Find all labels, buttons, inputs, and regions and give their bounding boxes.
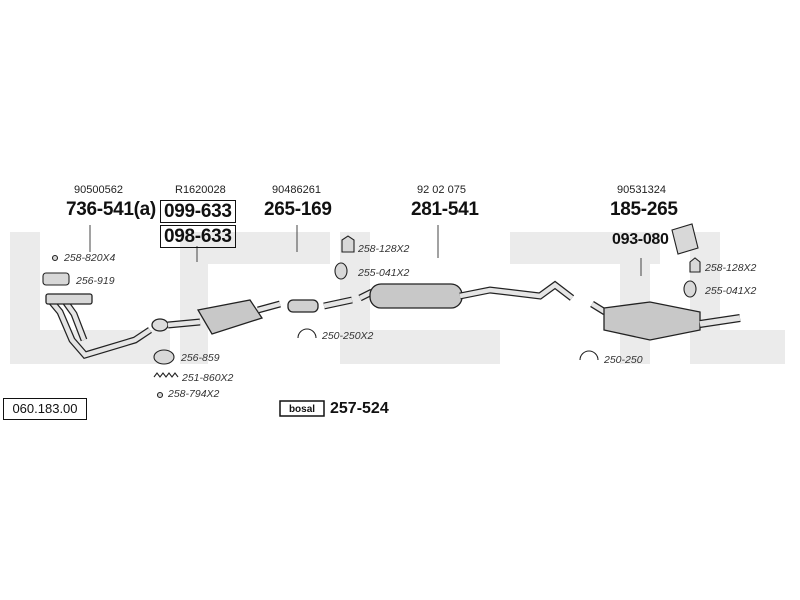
front-pipe: [45, 293, 152, 360]
accessory-label: 250-250: [604, 354, 643, 366]
kit-box: bosal: [279, 400, 325, 417]
bracket-icon: [341, 235, 355, 253]
intermediate-pipe: [287, 296, 353, 313]
ref-number: 90500562: [74, 184, 123, 196]
clamp-icon: [297, 328, 317, 339]
accessory-label: 250-250X2: [322, 330, 374, 342]
accessory-label: 258-794X2: [168, 388, 220, 400]
accessory-label: 256-919: [76, 275, 115, 287]
bracket-icon-2: [689, 257, 701, 273]
accessory-label: 255-041X2: [705, 285, 757, 297]
part-number-boxed: 098-633: [160, 225, 236, 248]
part-number: 736-541(a): [66, 199, 156, 220]
part-number-boxed: 099-633: [160, 200, 236, 223]
rear-silencer: [590, 301, 741, 341]
accessory-icons: [42, 223, 701, 399]
ring-icon: [153, 349, 175, 365]
accessory-label: 258-820X4: [64, 252, 116, 264]
kit-brand: bosal: [289, 404, 315, 415]
accessory-label: 258-128X2: [705, 262, 757, 274]
hanger-icon: [671, 223, 699, 255]
rubber-mount-icon: [334, 262, 348, 280]
bolt-icon-2: [156, 391, 164, 399]
ref-number: 90531324: [617, 184, 666, 196]
accessory-label: 256-859: [181, 352, 220, 364]
clamp-icon-2: [579, 350, 599, 361]
center-silencer: [358, 280, 575, 309]
part-number: 265-169: [264, 199, 332, 220]
part-number: 093-080: [612, 231, 669, 248]
ref-number: 90486261: [272, 184, 321, 196]
spring-icon: [153, 372, 179, 378]
accessory-label: 251-860X2: [182, 372, 234, 384]
ref-number: 92 02 075: [417, 184, 466, 196]
accessory-label: 258-128X2: [358, 243, 410, 255]
gasket-icon: [42, 272, 70, 286]
ref-number: R1620028: [175, 184, 226, 196]
catalytic-converter: [151, 299, 281, 335]
rubber-mount-icon-2: [683, 280, 697, 298]
bolt-icon: [51, 254, 59, 262]
accessory-label: 255-041X2: [358, 267, 410, 279]
part-number: 185-265: [610, 199, 678, 220]
kit-part-number: 257-524: [330, 400, 389, 417]
part-number: 281-541: [411, 199, 479, 220]
diagram-number: 060.183.00: [3, 398, 87, 420]
leader-lines: [89, 225, 642, 276]
